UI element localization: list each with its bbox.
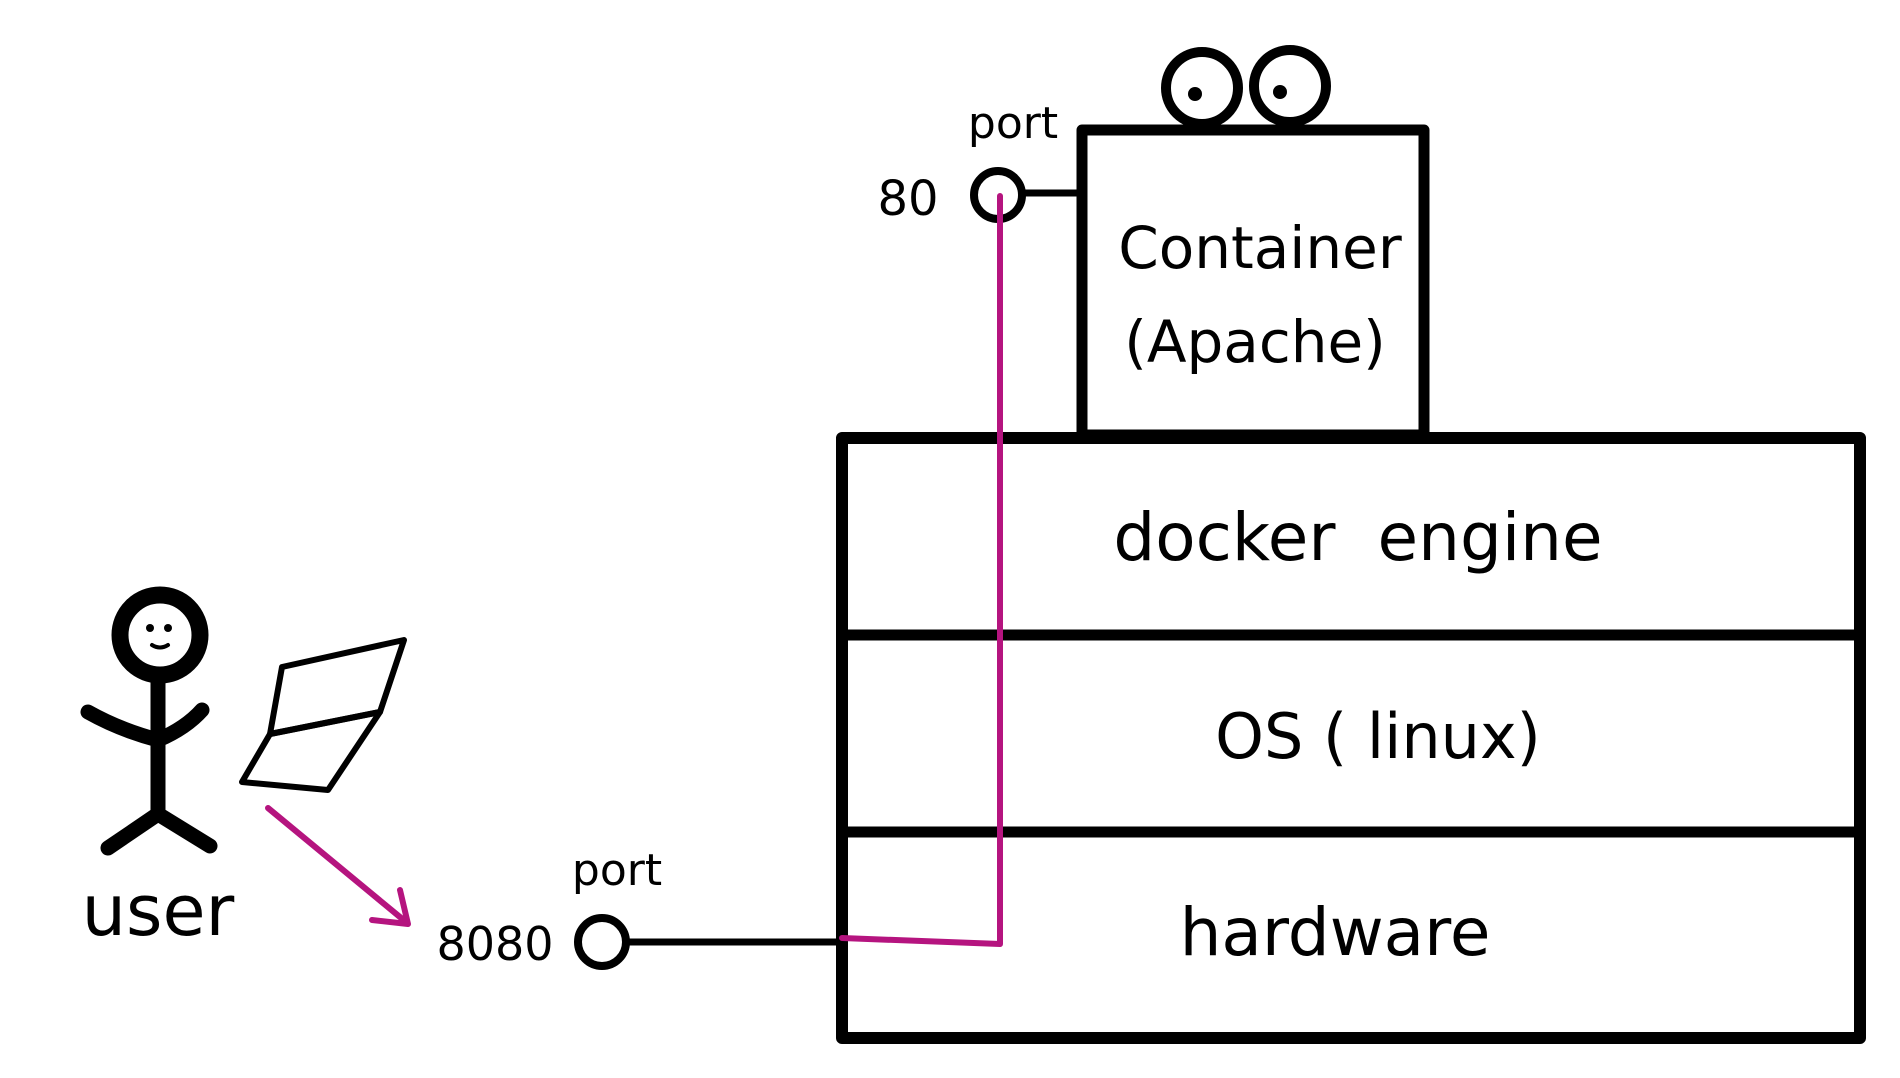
container-label: Container (1118, 214, 1402, 282)
layer-docker-engine: docker engine (1113, 499, 1602, 576)
user-label: user (82, 870, 235, 952)
laptop-icon (239, 637, 407, 793)
traffic-path (839, 193, 1003, 947)
googly-eyes-icon (1161, 45, 1331, 129)
user-request-arrow (265, 805, 411, 927)
container-sublabel: (Apache) (1124, 308, 1386, 376)
container-box (1076, 124, 1430, 441)
container-port-caption: port (968, 98, 1058, 149)
host-port-number: 8080 (436, 917, 553, 971)
layer-hardware: hardware (1180, 894, 1491, 971)
layer-os-linux: OS ( linux) (1215, 700, 1541, 773)
host-port-circle (574, 914, 630, 970)
host-port-caption: port (572, 845, 662, 896)
docker-stack (836, 432, 1866, 1044)
stick-figure-icon (80, 586, 218, 856)
container-port-number: 80 (877, 171, 938, 227)
